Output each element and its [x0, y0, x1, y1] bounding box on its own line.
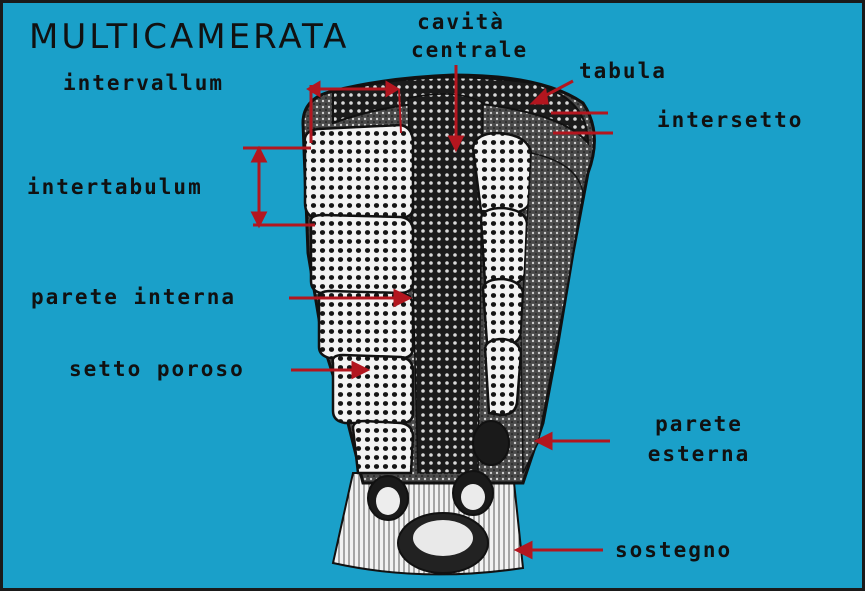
label-cavita-line2: centrale	[411, 36, 511, 64]
label-intersetto: intersetto	[657, 108, 803, 132]
sostegno-base	[333, 473, 523, 574]
label-parete-esterna-line1: parete	[629, 409, 769, 439]
label-setto-poroso: setto poroso	[69, 357, 245, 381]
left-chambers	[305, 125, 413, 520]
label-tabula: tabula	[579, 59, 667, 83]
label-cavita-centrale: cavità centrale	[411, 8, 511, 64]
label-cavita-line1: cavità	[411, 8, 511, 36]
label-sostegno: sostegno	[615, 538, 732, 562]
label-intervallum: intervallum	[63, 71, 224, 95]
label-parete-esterna-line2: esterna	[629, 439, 769, 469]
label-parete-interna: parete interna	[31, 285, 236, 309]
label-intertabulum: intertabulum	[27, 175, 203, 199]
diagram-title: MULTICAMERATA	[29, 17, 349, 57]
label-parete-esterna: parete esterna	[629, 409, 769, 469]
